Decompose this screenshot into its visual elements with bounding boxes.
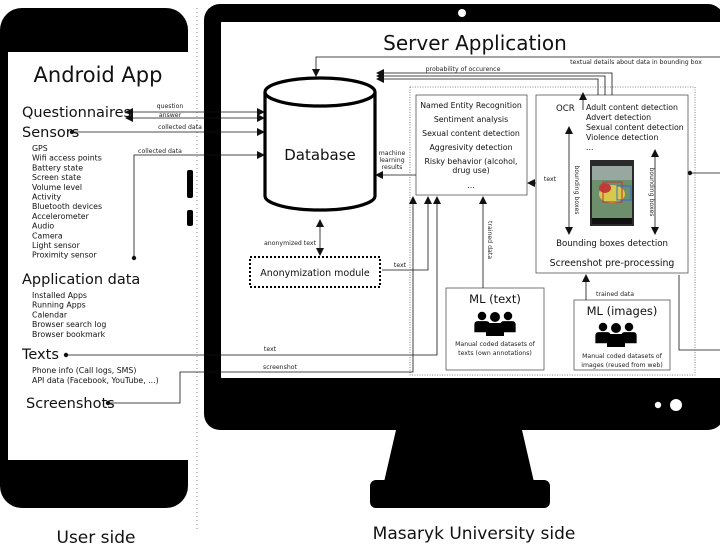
screenshots-label: Screenshots (26, 396, 115, 412)
ml-text-desc-1: Manual coded datasets of (455, 341, 536, 348)
image-detection-item: Sexual content detection (586, 123, 684, 132)
app-data-item: Running Apps (32, 301, 86, 310)
sensor-item: Camera (32, 231, 63, 240)
user-side-caption: User side (57, 528, 136, 548)
ocr-label: OCR (556, 104, 575, 114)
edge-label-question: question (157, 103, 184, 110)
edge-label-trained-data: trained data (596, 291, 634, 298)
edge-label-ml-results-2: learning (379, 157, 404, 164)
anonymization-module-label: Anonymization module (260, 268, 370, 279)
anonymization-module-box (249, 256, 381, 288)
database-cylinder (263, 76, 377, 212)
image-detection-item: ... (586, 143, 593, 152)
edge-label-ml-results-1: machine (379, 150, 406, 157)
bounding-boxes-detection-label: Bounding boxes detection (556, 239, 668, 249)
sensor-item: Battery state (32, 163, 83, 172)
text-analysis-item: ... (467, 181, 474, 190)
text-analysis-item: drug use) (452, 166, 489, 175)
screenshot-preprocessing-label: Screenshot pre-processing (550, 258, 675, 269)
screenshot-thumbnail (590, 160, 634, 226)
people-icon (474, 311, 516, 336)
app-data-item: Browser bookmark (32, 330, 106, 339)
image-detection-item: Advert detection (586, 113, 651, 122)
text-source-item: API data (Facebook, YouTube, ...) (32, 376, 159, 385)
ml-images-desc-2: images (reused from web) (581, 362, 663, 369)
sensor-item: Light sensor (32, 241, 81, 250)
phone-side-button (187, 170, 193, 198)
sensor-item: Screen state (32, 173, 81, 182)
text-analysis-item: Aggresivity detection (429, 143, 512, 152)
app-data-item: Browser search log (32, 320, 106, 329)
text-source-item: Phone info (Call logs, SMS) (32, 366, 136, 375)
image-detection-item: Adult content detection (586, 103, 678, 112)
sensor-item: Bluetooth devices (32, 202, 102, 211)
edge-label-collected-data: collected data (138, 148, 182, 155)
edge-label-bounding-boxes: bounding boxes (573, 165, 580, 214)
edge-label-textual-details: textual details about data in bounding b… (570, 59, 702, 66)
text-analysis-item: Risky behavior (alcohol, (424, 157, 517, 166)
edge-label-trained-data: trained data (486, 221, 493, 259)
edge-label-text: text (264, 346, 277, 353)
edge-label-bounding-boxes: bounding boxes (648, 167, 655, 216)
app-data-item: Calendar (32, 310, 68, 319)
ml-images-title: ML (images) (587, 304, 658, 318)
sensor-item: Activity (32, 193, 62, 202)
application-data-label: Application data (22, 272, 140, 288)
sensor-item: Wifi access points (32, 154, 102, 163)
sensor-item: Accelerometer (32, 212, 90, 221)
sensors-label: Sensors (22, 125, 79, 141)
text-analysis-item: Named Entity Recognition (420, 101, 522, 110)
sensor-item: Volume level (32, 183, 82, 192)
text-analysis-item: Sentiment analysis (434, 115, 508, 124)
ml-text-desc-2: texts (own annotations) (458, 350, 532, 357)
edge-label-ml-results-3: results (382, 164, 403, 171)
android-app-title: Android App (34, 63, 163, 87)
processing-container (409, 86, 696, 376)
edge-label-text: text (544, 176, 557, 183)
university-side-caption: Masaryk University side (373, 524, 576, 544)
edge-label-text: text (394, 262, 407, 269)
phone-side-button-2 (187, 210, 193, 226)
ml-text-title: ML (text) (469, 292, 521, 306)
edge-label-probability: probability of occurence (426, 66, 501, 73)
power-button (670, 399, 682, 411)
connectors (63, 56, 720, 406)
text-analysis-box (415, 94, 528, 196)
ml-images-desc-1: Manual coded datasets of (582, 353, 663, 360)
image-detection-item: Violence detection (586, 133, 658, 142)
edge-label-answer: answer (159, 112, 182, 119)
app-data-item: Installed Apps (32, 291, 87, 300)
server-application-title: Server Application (383, 31, 567, 55)
texts-label: Texts (21, 347, 59, 363)
edge-label-anonymized-text: anonymized text (264, 240, 317, 247)
text-source-list: Phone info (Call logs, SMS)API data (Fac… (32, 366, 159, 385)
monitor-base (370, 480, 550, 508)
phone-device (0, 8, 193, 508)
questionnaires-label: Questionnaires (22, 105, 131, 121)
database-label: Database (284, 146, 356, 164)
edge-label-screenshot: screenshot (263, 364, 297, 371)
monitor-neck (384, 430, 534, 482)
sensor-item: Proximity sensor (32, 251, 97, 260)
people-icon (595, 322, 637, 347)
webcam-dot (458, 9, 466, 17)
sensor-item: GPS (32, 144, 48, 153)
text-analysis-item: Sexual content detection (422, 129, 520, 138)
sensor-item: Audio (32, 222, 54, 231)
edge-label-collected-data: collected data (158, 124, 202, 131)
power-led (654, 401, 662, 409)
